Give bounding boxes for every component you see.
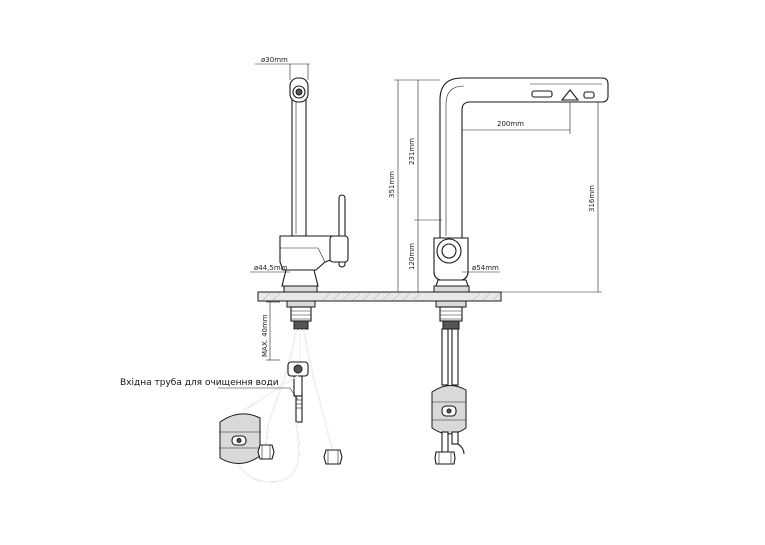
dim-outlet-height: 316mm — [588, 185, 596, 212]
inlet-label-group: Вхідна труба для очищення води — [120, 378, 299, 401]
dim-right-base-diameter: ø54mm — [472, 264, 499, 272]
dim-max-deck-thickness: MAX. 40mm — [261, 314, 269, 357]
dim-total-height: 351mm — [388, 171, 396, 198]
dim-upper-height: 231mm — [408, 138, 416, 165]
purified-water-inlet-label: Вхідна труба для очищення води — [120, 378, 279, 388]
dim-reach: 200mm — [497, 120, 524, 128]
dim-left-base-diameter: ø44,5mm — [254, 264, 288, 272]
countertop — [257, 291, 502, 302]
dim-left-spout-diameter: ø30mm — [261, 56, 288, 64]
dim-lower-height: 120mm — [408, 243, 416, 270]
faucet-side-view — [431, 77, 609, 465]
dimension-lines: ø30mm ø44,5mm MAX. 40mm 351mm 231mm 120m… — [250, 56, 602, 361]
faucet-front-view — [219, 77, 349, 483]
